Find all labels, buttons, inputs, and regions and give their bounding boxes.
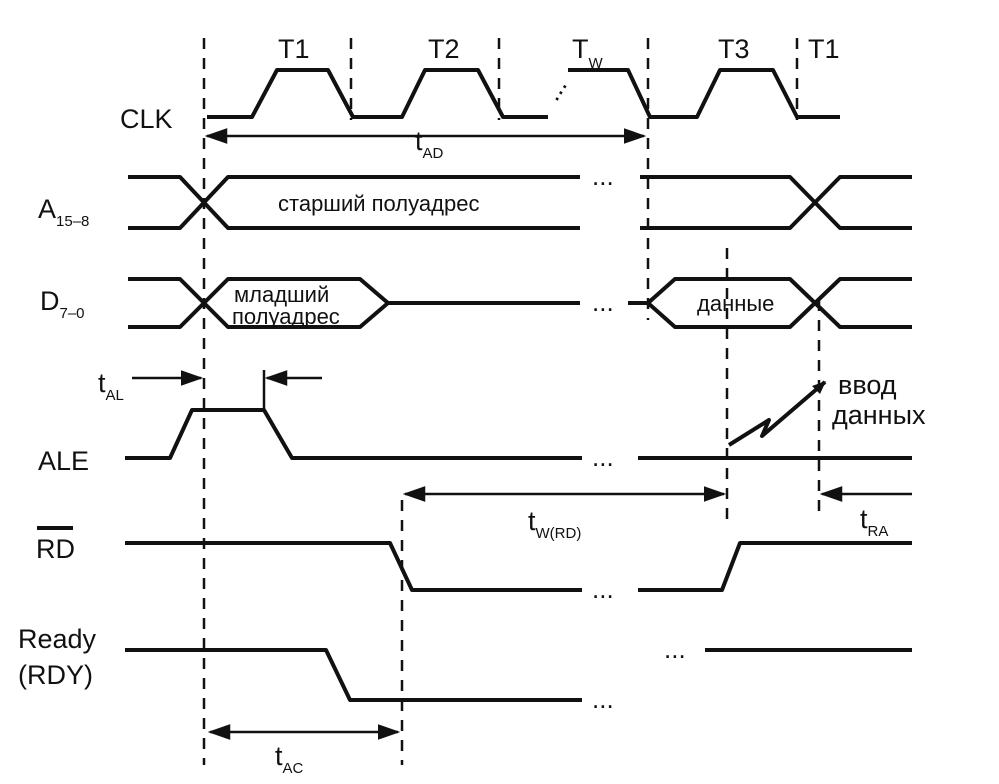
tac-main: t [275,741,283,771]
guide-lines [202,38,821,765]
data-addr-line1: младший [234,282,329,307]
ale-ellipsis: ... [592,442,614,472]
tac-label: tAC [275,741,304,777]
tra-label: tRA [860,504,888,540]
data-input-lightning [727,380,827,447]
twrd-main: t [528,506,536,536]
ale-waveform [125,408,912,460]
tal-label: tAL [98,368,124,404]
data-bus-main: D [40,286,60,316]
rd-ellipsis: ... [592,574,614,604]
cycle-t3-label: T3 [718,34,750,64]
twrd-sub: W(RD) [536,525,582,542]
addr-high-main: A [38,194,56,224]
addr-high-sub: 15–8 [56,213,89,230]
addr-high-waveform [128,175,912,230]
cycle-t1-next-label: T1 [808,34,840,64]
data-bus-label: D7–0 [40,286,85,322]
data-value-label: данные [697,291,774,316]
cycle-t1-label: T1 [278,34,310,64]
clk-ellipsis: ... [536,72,573,106]
rd-waveform [125,541,912,592]
ready-ellipsis-high: ... [664,634,686,664]
tra-sub: RA [868,523,889,540]
twrd-label: tW(RD) [528,506,581,542]
cycle-t2-label: T2 [428,34,460,64]
cycle-tw-sub: W [589,55,604,72]
tad-label: tAD [415,126,444,162]
tad-main: t [415,126,423,156]
data-bus-sub: 7–0 [60,305,85,322]
tal-main: t [98,368,106,398]
ready-label-line2: (RDY) [18,660,93,690]
data-input-arrowhead [812,381,826,394]
data-input-line2: данных [832,400,926,430]
tal-sub: AL [106,387,124,404]
cycle-tw-main: T [572,34,589,64]
ready-waveform [125,648,912,702]
data-bus-ellipsis: ... [592,287,614,317]
data-addr-line2: полуадрес [232,304,340,329]
data-bus-waveform [128,277,912,329]
clk-label: CLK [120,104,173,134]
ale-label: ALE [38,446,89,476]
addr-high-ellipsis: ... [592,161,614,191]
data-input-line1: ввод [838,370,897,400]
addr-high-text: старший полуадрес [278,191,479,216]
tra-main: t [860,504,868,534]
addr-high-label: A15–8 [38,194,89,230]
rd-label: RD [36,534,75,564]
ready-ellipsis-low: ... [592,684,614,714]
tad-sub: AD [423,145,444,162]
clk-waveform [207,68,840,119]
cycle-tw-label: TW [572,34,604,72]
ready-label-line1: Ready [18,624,97,654]
tac-sub: AC [283,760,304,777]
